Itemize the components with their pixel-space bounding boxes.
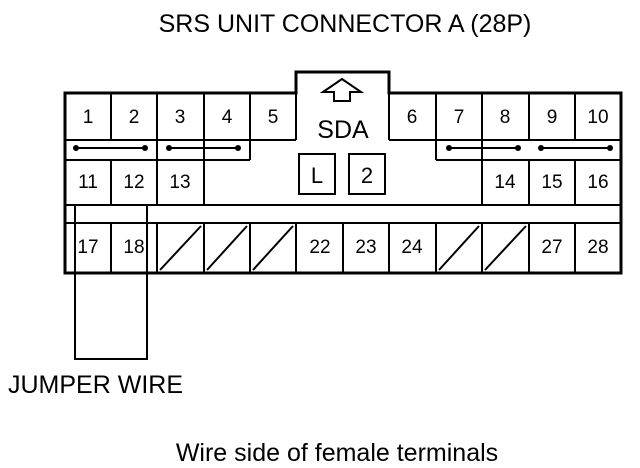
terminal-12: 12 bbox=[123, 172, 144, 193]
terminal-8: 8 bbox=[500, 107, 511, 128]
terminal-10: 10 bbox=[587, 107, 608, 128]
terminal-28: 28 bbox=[587, 237, 608, 258]
unused-cavity-slash bbox=[484, 225, 527, 271]
unused-cavity-slash bbox=[159, 225, 202, 271]
terminal-11: 11 bbox=[78, 172, 98, 193]
unused-cavity-slash bbox=[252, 225, 294, 271]
shorting-bar bbox=[446, 145, 521, 151]
shorting-bar-contact bbox=[166, 145, 172, 151]
sda-box-2-label: 2 bbox=[361, 163, 373, 188]
terminal-15: 15 bbox=[541, 172, 562, 193]
terminal-1: 1 bbox=[83, 107, 94, 128]
shorting-bar-contact bbox=[446, 145, 452, 151]
terminal-14: 14 bbox=[494, 172, 516, 193]
terminal-2: 2 bbox=[129, 107, 140, 128]
shorting-bar-contact bbox=[515, 145, 521, 151]
terminal-6: 6 bbox=[407, 107, 418, 128]
up-arrow-icon bbox=[319, 77, 365, 102]
shorting-bar-contact bbox=[73, 145, 79, 151]
sda-label: SDA bbox=[317, 116, 369, 144]
terminal-5: 5 bbox=[268, 107, 279, 128]
terminal-3: 3 bbox=[175, 107, 186, 128]
terminal-22: 22 bbox=[309, 237, 330, 258]
jumper-wire-label: JUMPER WIRE bbox=[8, 371, 183, 399]
shorting-bar bbox=[73, 145, 148, 151]
terminal-23: 23 bbox=[355, 237, 376, 258]
unused-cavity-slash bbox=[206, 225, 248, 271]
terminal-16: 16 bbox=[587, 172, 608, 193]
shorting-bar bbox=[538, 145, 613, 151]
shorting-bar-contact bbox=[142, 145, 148, 151]
terminal-13: 13 bbox=[169, 172, 190, 193]
terminal-9: 9 bbox=[547, 107, 558, 128]
shorting-bar-contact bbox=[538, 145, 544, 151]
terminal-18: 18 bbox=[123, 237, 144, 258]
terminal-24: 24 bbox=[401, 237, 423, 258]
sda-box-2 bbox=[348, 153, 386, 195]
terminal-27: 27 bbox=[541, 237, 562, 258]
sda-box-l-label: L bbox=[311, 163, 323, 188]
unused-cavity-slash bbox=[438, 225, 480, 271]
shorting-bar-contact bbox=[235, 145, 241, 151]
shorting-bar-contact bbox=[607, 145, 613, 151]
jumper-wire bbox=[74, 205, 148, 360]
sda-box-l bbox=[298, 153, 336, 195]
diagram-title: SRS UNIT CONNECTOR A (28P) bbox=[159, 10, 532, 38]
diagram-caption: Wire side of female terminals bbox=[176, 439, 498, 467]
terminal-17: 17 bbox=[77, 237, 98, 258]
terminal-4: 4 bbox=[222, 107, 233, 128]
terminal-7: 7 bbox=[454, 107, 465, 128]
